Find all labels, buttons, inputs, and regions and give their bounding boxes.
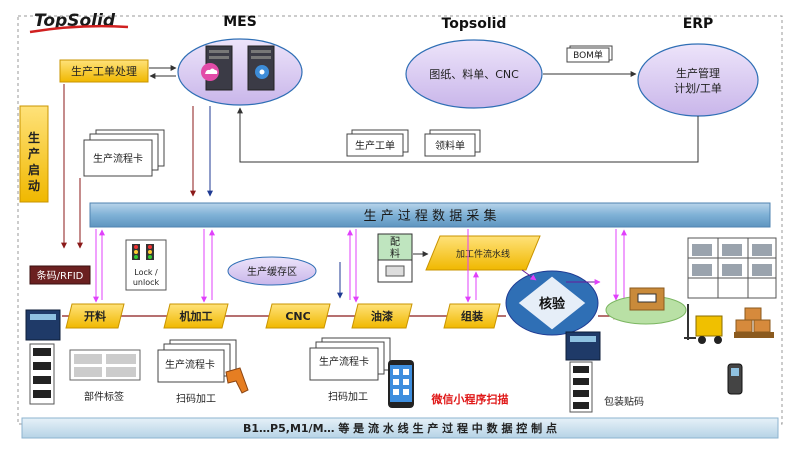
- flow-card-2: 生产流程卡: [157, 339, 237, 383]
- step-assemble-text: 组装: [461, 309, 483, 323]
- flow-card-3: 生产流程卡: [309, 337, 391, 381]
- flow-card-1-text: 生产流程卡: [93, 152, 143, 165]
- material-icon: [385, 265, 405, 277]
- step-inspect-text: 核验: [539, 296, 566, 312]
- header-mes: MES: [223, 14, 257, 30]
- production-start-text: 生产启动: [28, 130, 40, 193]
- erp-line2-text: 计划/工单: [674, 82, 722, 95]
- flowline-box: 加工件流水线: [425, 235, 541, 271]
- topsolid-inputs-text: 图纸、料单、CNC: [429, 67, 519, 81]
- barcode-rfid-label: 条码/RFID: [29, 265, 91, 285]
- package-node: [605, 287, 687, 325]
- part-tag-sheet: [69, 349, 141, 381]
- work-order-box: 生产工单处理: [59, 59, 149, 83]
- erp-line1-text: 生产管理: [676, 66, 720, 80]
- wechat-scan-label: 微信小程序扫描: [431, 392, 509, 406]
- footer-bar: B1…P5,M1/M… 等 是 流 水 线 生 产 过 程 中 数 据 控 制 …: [21, 417, 779, 439]
- bom-text: BOM单: [573, 49, 603, 61]
- work-order-text: 生产工单处理: [71, 64, 137, 78]
- card-material-text: 领料单: [435, 139, 465, 152]
- label-printer-icon: [565, 331, 601, 361]
- label-printer-icon: [25, 309, 61, 341]
- buffer-zone: 生产缓存区: [227, 256, 317, 286]
- step-cut: 开料: [65, 303, 125, 329]
- header-erp: ERP: [683, 16, 714, 32]
- erp-to-mes-line: [237, 107, 699, 163]
- step-assemble: 组装: [443, 303, 501, 329]
- flow-card-3-text: 生产流程卡: [319, 355, 369, 368]
- footer-text: B1…P5,M1/M… 等 是 流 水 线 生 产 过 程 中 数 据 控 制 …: [243, 421, 557, 435]
- mes-server-node: [177, 38, 303, 106]
- warehouse-rack-icon: [687, 237, 777, 299]
- flow-card-1: 生产流程卡: [83, 129, 165, 177]
- barcode-rfid-text: 条码/RFID: [37, 269, 84, 282]
- smartphone-icon: [388, 360, 414, 408]
- barcode-labels-stack: [29, 343, 55, 405]
- buffer-text: 生产缓存区: [247, 265, 297, 278]
- data-collection-text: 生 产 过 程 数 据 采 集: [364, 208, 497, 224]
- lock-text: Lock /: [134, 268, 158, 277]
- barcode-gun-icon: [225, 367, 249, 394]
- flow-card-2-text: 生产流程卡: [165, 358, 215, 371]
- scan-process-label: 扫码加工: [328, 390, 368, 403]
- step-cut-text: 开料: [84, 309, 106, 323]
- step-paint: 油漆: [351, 303, 413, 329]
- material-feeding-box: 配 料: [377, 233, 413, 283]
- topsolid-node: 图纸、料单、CNC: [405, 39, 543, 109]
- header-topsolid: Topsolid: [442, 16, 507, 32]
- flowline-text: 加工件流水线: [456, 248, 510, 260]
- step-paint-text: 油漆: [371, 309, 393, 323]
- material-card: 领料单: [424, 129, 481, 157]
- barcode-labels-stack: [569, 361, 593, 413]
- unlock-text: unlock: [133, 278, 160, 287]
- bom-document: BOM单: [566, 45, 613, 63]
- step-cnc: CNC: [265, 303, 331, 329]
- topsolid-logo: TopSolid: [29, 11, 129, 34]
- data-collection-banner: 生 产 过 程 数 据 采 集: [89, 202, 771, 228]
- scan-machining-label: 扫码加工: [176, 392, 216, 405]
- step-cnc-text: CNC: [285, 310, 310, 323]
- forklift-icon: [684, 304, 723, 344]
- card-work-order-text: 生产工单: [355, 139, 395, 152]
- pack-label-text: 包装贴码: [604, 395, 644, 408]
- part-tag-label: 部件标签: [84, 390, 124, 403]
- lock-unlock-panel: Lock / unlock: [125, 239, 167, 291]
- production-start-box: 生产启动: [19, 105, 49, 203]
- erp-node: 生产管理 计划/工单: [637, 43, 759, 117]
- handheld-scanner-icon: [727, 363, 743, 395]
- stacked-boxes-icon: [734, 307, 774, 338]
- step-machining: 机加工: [163, 303, 229, 329]
- inspection-node: 核验: [505, 270, 599, 336]
- feeding-line2-text: 料: [390, 247, 400, 260]
- step-machining-text: 机加工: [180, 309, 213, 323]
- feeding-line1-text: 配: [390, 236, 400, 248]
- work-order-card: 生产工单: [346, 129, 409, 157]
